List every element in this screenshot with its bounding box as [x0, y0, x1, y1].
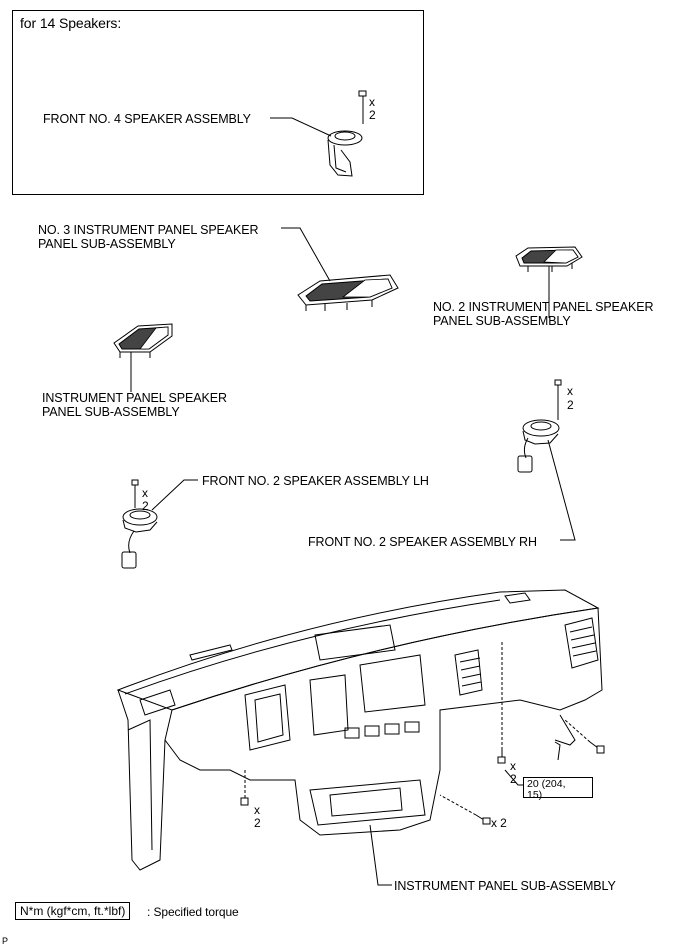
- label-front-no2-rh: FRONT NO. 2 SPEAKER ASSEMBLY RH: [308, 535, 537, 549]
- inset-title: for 14 Speakers:: [20, 15, 122, 31]
- legend-torque-box: N*m (kgf*cm, ft.*lbf): [15, 902, 131, 920]
- bolt-center-right: [497, 640, 506, 764]
- qty-2-inset: 2: [369, 108, 376, 122]
- qty-x-lower-left: x: [254, 803, 260, 817]
- label-front-no4-speaker: FRONT NO. 4 SPEAKER ASSEMBLY: [43, 112, 251, 126]
- label-ip-speaker-line2: PANEL SUB-ASSEMBLY: [42, 405, 180, 419]
- label-no3-line2: PANEL SUB-ASSEMBLY: [38, 237, 176, 251]
- front-no2-lh-drawing: [121, 479, 158, 569]
- label-no3-line1: NO. 3 INSTRUMENT PANEL SPEAKER: [38, 223, 259, 237]
- leader-front-no4: [270, 117, 332, 137]
- qty-2-center-right: 2: [510, 772, 517, 786]
- footer-code: P: [2, 936, 8, 946]
- torque-line2: 15): [527, 789, 543, 801]
- bolt-lower-center: [439, 794, 491, 825]
- inset-frame: [12, 10, 424, 195]
- qty-x-rh: x: [567, 384, 573, 398]
- leader-ip-sub: [369, 824, 392, 886]
- label-front-no2-lh: FRONT NO. 2 SPEAKER ASSEMBLY LH: [202, 474, 429, 488]
- label-ip-speaker-line1: INSTRUMENT PANEL SPEAKER: [42, 391, 227, 405]
- label-ip-sub-assembly: INSTRUMENT PANEL SUB-ASSEMBLY: [394, 879, 616, 893]
- qty-2-lower-left: 2: [254, 816, 261, 830]
- legend-description: : Specified torque: [147, 905, 239, 919]
- torque-value-box: 20 (204, 15): [523, 777, 593, 801]
- front-no4-speaker-drawing: [327, 90, 367, 177]
- qty-x-lh: x: [142, 486, 148, 500]
- leader-torque: [504, 769, 523, 786]
- instrument-panel-drawing: [116, 589, 603, 871]
- no3-panel-drawing: [297, 274, 399, 311]
- ip-speaker-panel-drawing: [113, 323, 173, 358]
- leader-no3: [281, 227, 331, 282]
- bolt-lower-left: [240, 770, 249, 806]
- label-no2-line1: NO. 2 INSTRUMENT PANEL SPEAKER: [433, 300, 654, 314]
- no2-panel-drawing: [515, 246, 583, 272]
- qty-x-center-right: x: [510, 759, 516, 773]
- torque-line1: 20 (204,: [527, 778, 566, 790]
- qty-2-rh: 2: [567, 398, 574, 412]
- qty-x2-lower-center: x 2: [491, 816, 507, 830]
- leader-front-no2-lh: [151, 479, 198, 511]
- qty-2-lh: 2: [142, 499, 149, 513]
- qty-x-inset: x: [369, 95, 375, 109]
- bolt-right: [564, 719, 605, 754]
- label-no2-line2: PANEL SUB-ASSEMBLY: [433, 314, 571, 328]
- front-no2-rh-drawing: [517, 379, 562, 473]
- leader-front-no2-rh: [547, 439, 576, 541]
